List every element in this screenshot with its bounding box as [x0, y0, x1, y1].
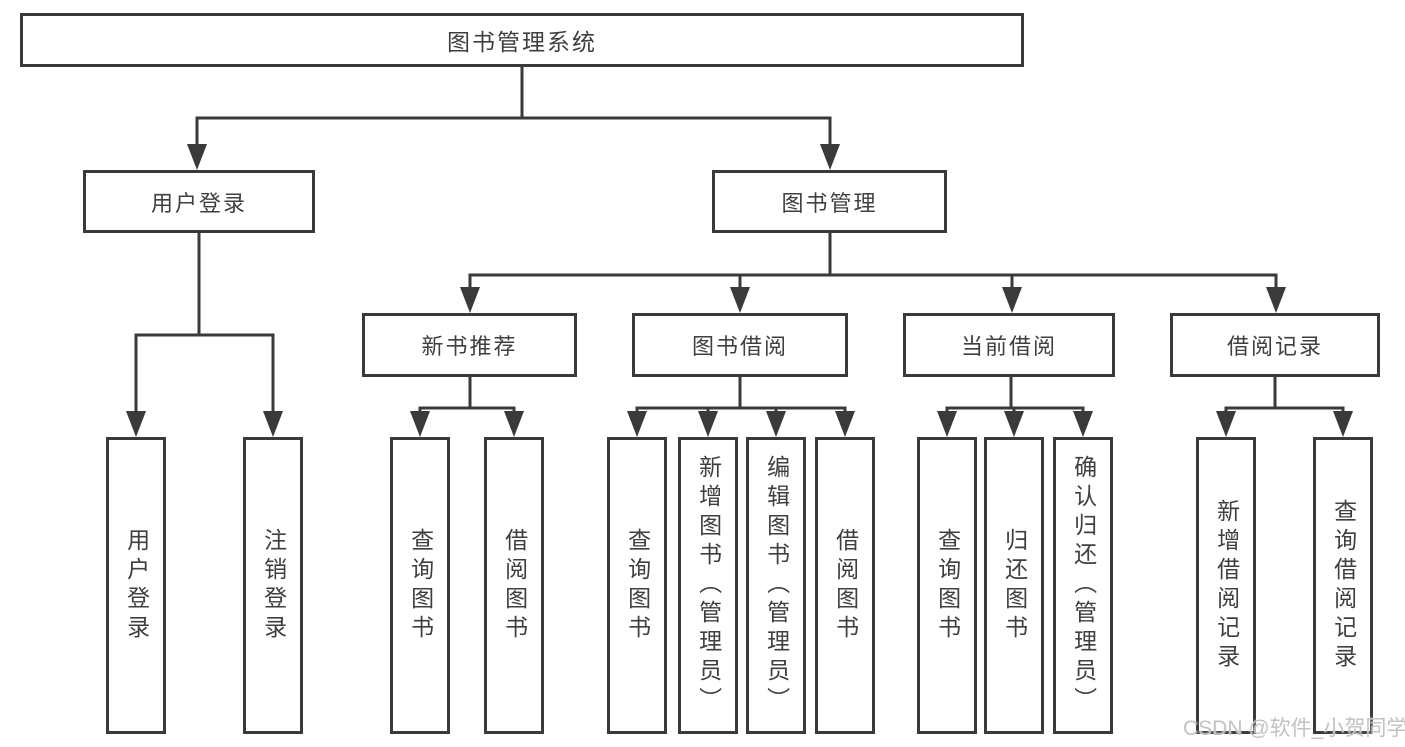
leaf-label: 编辑图书（管理员） [763, 455, 790, 716]
node-label: 新书推荐 [421, 334, 518, 359]
leaf-label: 注销登录 [260, 527, 287, 644]
node-label: 借阅记录 [1226, 334, 1323, 359]
leaf-label: 新增图书（管理员） [695, 455, 722, 716]
arrow-down-icon [627, 411, 647, 437]
leaf-label: 借阅图书 [501, 527, 528, 644]
node-library-management-system: 图书管理系统 [20, 13, 1024, 67]
leaf-borrow-add-books-admin: 新增图书（管理员） [678, 437, 738, 734]
node-user-login: 用户登录 [83, 170, 315, 233]
node-book-management: 图书管理 [712, 170, 947, 233]
leaf-label: 查询图书 [624, 527, 651, 644]
arrow-down-icon [460, 287, 480, 313]
arrow-down-icon [1004, 411, 1024, 437]
leaf-records-add-record: 新增借阅记录 [1196, 437, 1256, 734]
arrow-down-icon [1216, 411, 1236, 437]
leaf-current-return-books: 归还图书 [984, 437, 1044, 734]
arrow-down-icon [835, 411, 855, 437]
arrow-down-icon [1073, 411, 1093, 437]
arrow-down-icon [263, 411, 283, 437]
arrow-down-icon [126, 411, 146, 437]
leaf-logout: 注销登录 [243, 437, 303, 734]
leaf-label: 借阅图书 [832, 527, 859, 644]
leaf-label: 查询图书 [934, 527, 961, 644]
leaf-label: 确认归还（管理员） [1070, 455, 1097, 716]
arrow-down-icon [187, 144, 207, 170]
leaf-current-query-books: 查询图书 [917, 437, 977, 734]
node-borrow-records: 借阅记录 [1170, 313, 1380, 377]
node-label: 图书管理 [781, 190, 878, 216]
node-label: 图书管理系统 [447, 29, 597, 55]
arrow-down-icon [730, 287, 750, 313]
leaf-label: 新增借阅记录 [1213, 498, 1240, 673]
arrow-down-icon [410, 411, 430, 437]
arrow-down-icon [937, 411, 957, 437]
arrow-down-icon [766, 411, 786, 437]
arrow-down-icon [820, 144, 840, 170]
arrow-down-icon [1333, 411, 1353, 437]
leaf-label: 查询图书 [407, 527, 434, 644]
leaf-newbook-borrow-books: 借阅图书 [484, 437, 544, 734]
node-current-borrow: 当前借阅 [903, 313, 1115, 377]
leaf-current-confirm-return-admin: 确认归还（管理员） [1053, 437, 1113, 734]
leaf-newbook-query-books: 查询图书 [390, 437, 450, 734]
arrow-down-icon [504, 411, 524, 437]
leaf-user-login: 用户登录 [106, 437, 166, 734]
arrow-down-icon [698, 411, 718, 437]
arrow-down-icon [1266, 287, 1286, 313]
leaf-label: 归还图书 [1001, 527, 1028, 644]
leaf-label: 查询借阅记录 [1330, 498, 1357, 673]
leaf-records-query-record: 查询借阅记录 [1313, 437, 1373, 734]
arrow-down-icon [1002, 287, 1022, 313]
node-book-borrow: 图书借阅 [632, 313, 848, 377]
node-label: 当前借阅 [960, 334, 1057, 359]
node-label: 图书借阅 [691, 334, 788, 359]
arrow-down-icons [126, 144, 1353, 437]
csdn-watermark: CSDN @软件_小贺同学 [1183, 717, 1405, 740]
leaf-borrow-borrow-books: 借阅图书 [815, 437, 875, 734]
leaf-label: 用户登录 [123, 527, 150, 644]
node-label: 用户登录 [150, 190, 247, 216]
node-new-book-recommend: 新书推荐 [362, 313, 577, 377]
leaf-borrow-query-books: 查询图书 [607, 437, 667, 734]
leaf-borrow-edit-books-admin: 编辑图书（管理员） [746, 437, 806, 734]
